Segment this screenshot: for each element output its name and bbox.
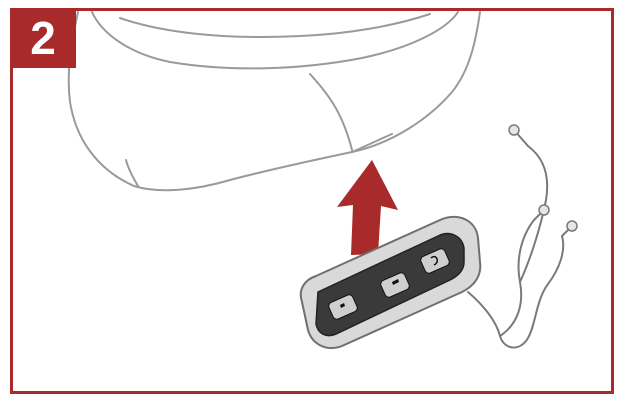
up-arrow-icon <box>337 160 398 255</box>
intercom-device-icon <box>301 217 481 348</box>
cable-connectors <box>509 125 577 231</box>
helmet-icon <box>69 12 480 190</box>
step-number-badge: 2 <box>10 8 76 68</box>
step-number: 2 <box>30 12 56 64</box>
cable-icon <box>468 130 572 348</box>
